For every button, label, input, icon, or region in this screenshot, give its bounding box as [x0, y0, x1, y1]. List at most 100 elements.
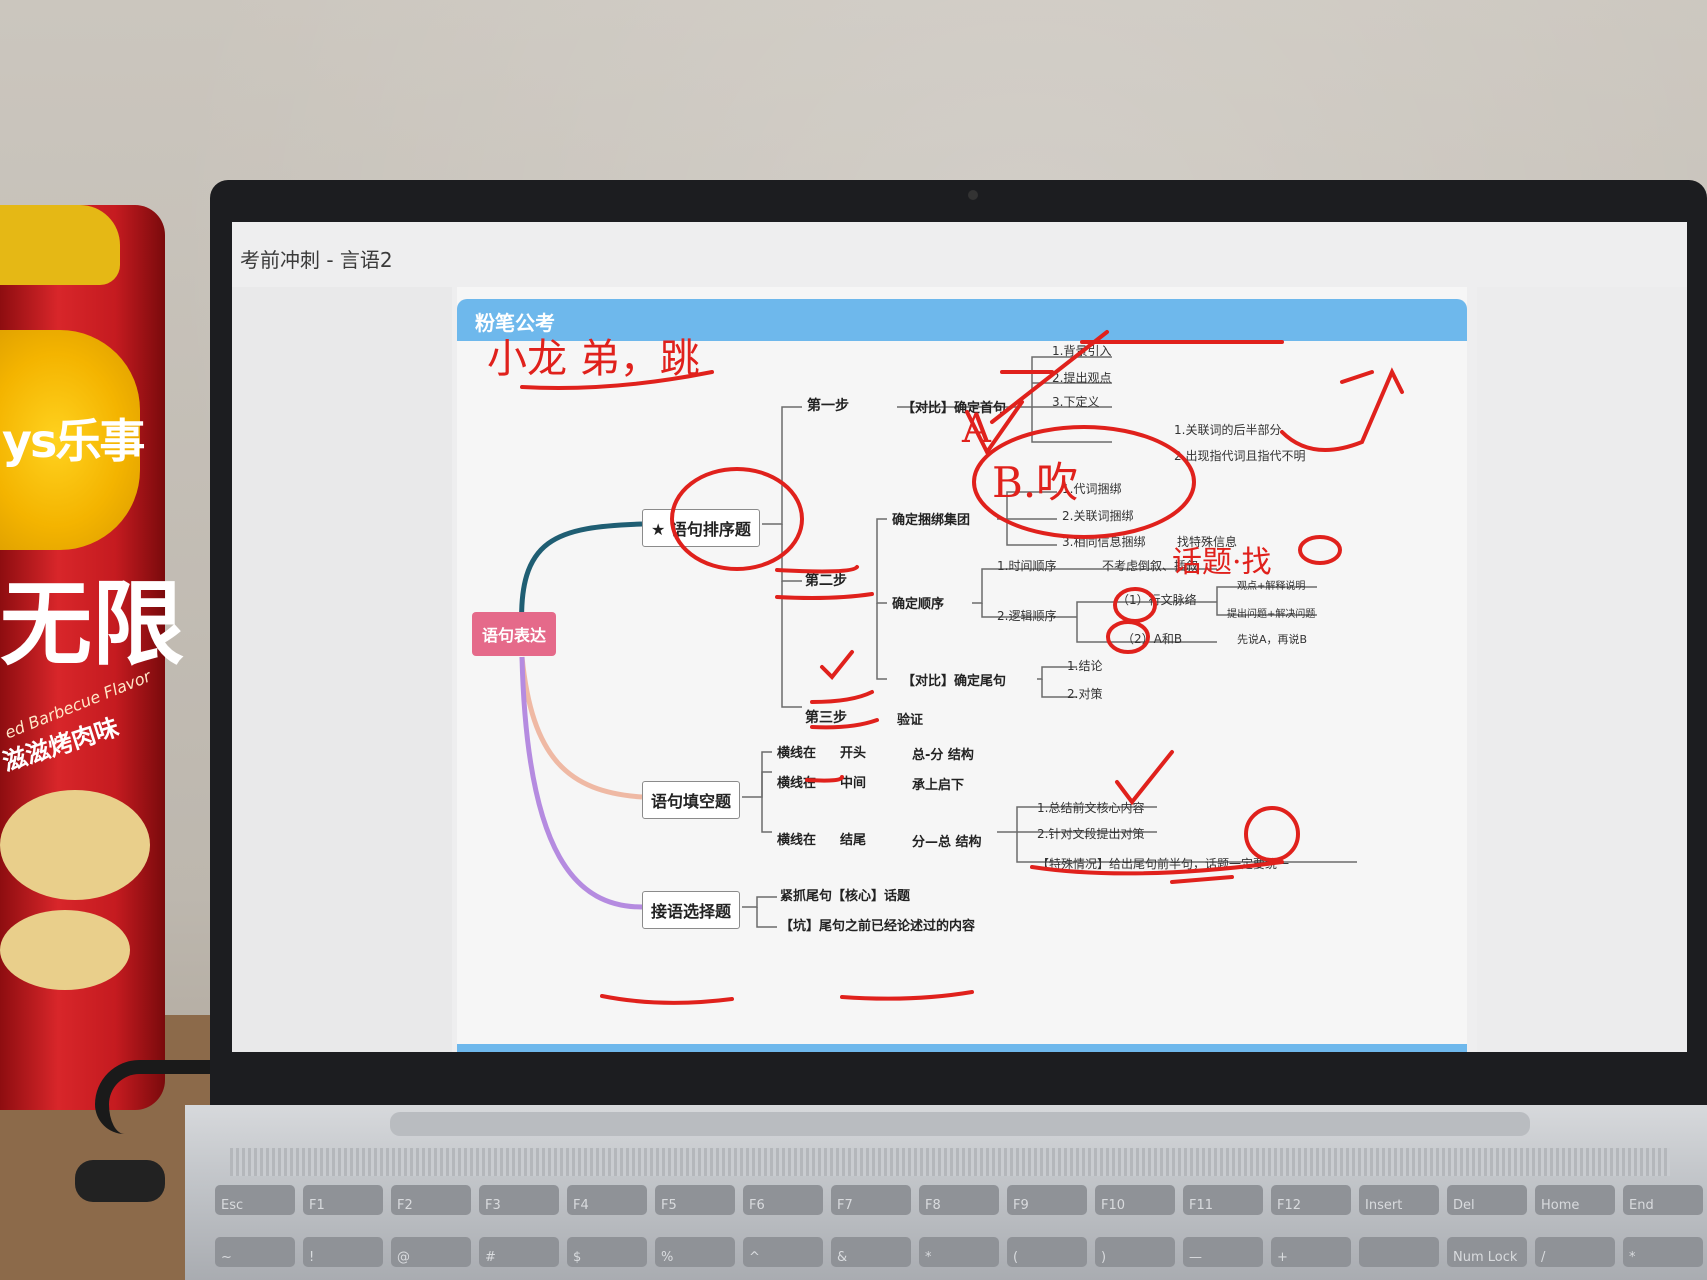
logic-order: 2.逻辑顺序 [997, 609, 1057, 623]
keyboard-key[interactable]: @ [391, 1236, 471, 1267]
logic-2-a: 先说A，再说B [1237, 633, 1308, 646]
time-order-note: 不考虑倒叙、插叙 [1102, 559, 1199, 573]
chips-flavor-big-text: 无限 [0, 571, 185, 678]
power-plug [75, 1160, 165, 1202]
right-margin-panel [1477, 287, 1687, 1052]
fill-row-b: 开头 [840, 746, 867, 761]
branch-sorting-question[interactable]: ★ 语句排序题 [642, 509, 760, 547]
left-margin-panel [232, 287, 452, 1052]
slide-footer-bar [457, 1044, 1467, 1052]
fill-row-a: 横线在 [777, 746, 817, 761]
keyboard-key[interactable]: F5 [655, 1185, 735, 1215]
keyboard-key[interactable]: F2 [391, 1185, 471, 1215]
step1-item: 3.下定义 [1052, 395, 1100, 409]
keyboard-key[interactable]: + [1271, 1236, 1351, 1267]
keyboard-key[interactable]: ( [1007, 1236, 1087, 1267]
branch-fill-question[interactable]: 语句填空题 [642, 781, 741, 819]
keyboard-key[interactable]: Home [1535, 1185, 1615, 1215]
keyboard-key[interactable]: F3 [479, 1185, 559, 1215]
fill-end-item-special: 【特殊情况】给出尾句前半句，话题一定要统一 [1037, 857, 1290, 871]
bundle-item: 3.相同信息捆绑 [1062, 535, 1146, 549]
logic-1-a: 观点+解释说明 [1237, 581, 1306, 592]
keyboard-key[interactable]: % [655, 1236, 735, 1267]
keyboard-key[interactable]: Insert [1359, 1185, 1439, 1215]
keyboard-key[interactable]: Del [1447, 1185, 1527, 1215]
laptop-screen: 考前冲刺 - 言语2 粉笔公考 [232, 222, 1687, 1052]
keyboard-key[interactable]: End [1623, 1185, 1703, 1215]
keyboard-key[interactable]: $ [567, 1236, 647, 1267]
fill-end-item: 2.针对文段提出对策 [1037, 827, 1145, 841]
fill-row-b: 结尾 [840, 833, 867, 848]
slide-document[interactable]: 粉笔公考 [457, 287, 1467, 1052]
brand-logo-text: 粉笔公考 [475, 311, 555, 335]
logic-1-b: 提出问题+解决问题 [1227, 609, 1316, 620]
chips-can-lid [0, 205, 120, 285]
chips-brand-text: ys乐事 [2, 414, 145, 468]
step3-label: 第三步 [805, 710, 847, 726]
number-key-row: ~!@#$%^&*()—+Num Lock/* [215, 1236, 1707, 1280]
keyboard-key[interactable]: F11 [1183, 1185, 1263, 1215]
chips-can-logo [0, 330, 140, 550]
chip-image [0, 790, 150, 900]
root-node[interactable]: 语句表达 [472, 612, 557, 656]
keyboard-key[interactable] [1359, 1236, 1439, 1267]
fill-row-c: 总-分 结构 [912, 748, 974, 763]
branch-choose-question[interactable]: 接语选择题 [642, 891, 741, 929]
window-title: 考前冲刺 - 言语2 [240, 248, 393, 272]
last-item: 2.对策 [1067, 687, 1103, 701]
keyboard-key[interactable]: F10 [1095, 1185, 1175, 1215]
step1-desc: 【对比】确定首句 [902, 401, 1007, 416]
keyboard-key[interactable]: F9 [1007, 1185, 1087, 1215]
keyboard-key[interactable]: F6 [743, 1185, 823, 1215]
fill-row-c: 分—总 结构 [912, 835, 982, 850]
choose-item: 紧抓尾句【核心】话题 [780, 889, 911, 904]
keyboard-key[interactable]: ) [1095, 1236, 1175, 1267]
keyboard-key[interactable]: # [479, 1236, 559, 1267]
keyboard-key[interactable]: ! [303, 1236, 383, 1267]
logic-1: （1）行文脉络 [1117, 593, 1197, 607]
fill-end-item: 1.总结前文核心内容 [1037, 801, 1145, 815]
bundle-label: 确定捆绑集团 [892, 513, 971, 528]
keyboard-key[interactable]: & [831, 1236, 911, 1267]
time-order: 1.时间顺序 [997, 559, 1057, 573]
bundle-item: 1.代词捆绑 [1062, 482, 1122, 496]
fill-row-c: 承上启下 [912, 778, 965, 793]
step1-item: 2.出现指代词且指代不明 [1174, 449, 1306, 463]
step1-item: 1.背景引入 [1052, 344, 1112, 358]
bundle-item: 找特殊信息 [1177, 535, 1238, 549]
keyboard-key[interactable]: Num Lock [1447, 1236, 1527, 1267]
keyboard-key[interactable]: Esc [215, 1185, 295, 1215]
step3-desc: 验证 [897, 713, 924, 728]
bundle-item: 2.关联词捆绑 [1062, 509, 1134, 523]
speaker-grille [230, 1148, 1670, 1176]
chip-image [0, 910, 130, 990]
step1-item: 1.关联词的后半部分 [1174, 423, 1282, 437]
keyboard-key[interactable]: * [1623, 1236, 1703, 1267]
keyboard-key[interactable]: F7 [831, 1185, 911, 1215]
fill-row-a: 横线在 [777, 776, 817, 791]
keyboard-key[interactable]: * [919, 1236, 999, 1267]
brand-header: 粉笔公考 [457, 299, 1467, 341]
order-label: 确定顺序 [892, 597, 945, 612]
fill-row-a: 横线在 [777, 833, 817, 848]
step2-label: 第二步 [805, 573, 847, 589]
function-key-row: Esc F1 F2 F3 F4 F5 F6 F7 F8 F9 F10 F11 F12 Insert Del H… [215, 1185, 1707, 1229]
keyboard-key[interactable]: F12 [1271, 1185, 1351, 1215]
keyboard-key[interactable]: F8 [919, 1185, 999, 1215]
webcam-icon [968, 190, 978, 200]
step1-label: 第一步 [807, 398, 849, 414]
choose-item: 【坑】尾句之前已经论述过的内容 [780, 919, 976, 934]
keyboard-key[interactable]: ^ [743, 1236, 823, 1267]
keyboard-key[interactable]: / [1535, 1236, 1615, 1267]
step1-item: 2.提出观点 [1052, 371, 1112, 385]
last-sentence-label: 【对比】确定尾句 [902, 674, 1007, 689]
mind-map: 语句表达 ★ 语句排序题 语句填空题 接语选择题 第一步 【对比】确定首句 1.… [457, 287, 1467, 1052]
last-item: 1.结论 [1067, 659, 1103, 673]
keyboard-key[interactable]: ~ [215, 1236, 295, 1267]
laptop-hinge [390, 1112, 1530, 1136]
keyboard-key[interactable]: F4 [567, 1185, 647, 1215]
keyboard-key[interactable]: F1 [303, 1185, 383, 1215]
keyboard-key[interactable]: — [1183, 1236, 1263, 1267]
fill-row-b: 中间 [840, 776, 867, 791]
keyboard: Esc F1 F2 F3 F4 F5 F6 F7 F8 F9 F10 F11 F12 Insert Del H… [215, 1185, 1707, 1280]
